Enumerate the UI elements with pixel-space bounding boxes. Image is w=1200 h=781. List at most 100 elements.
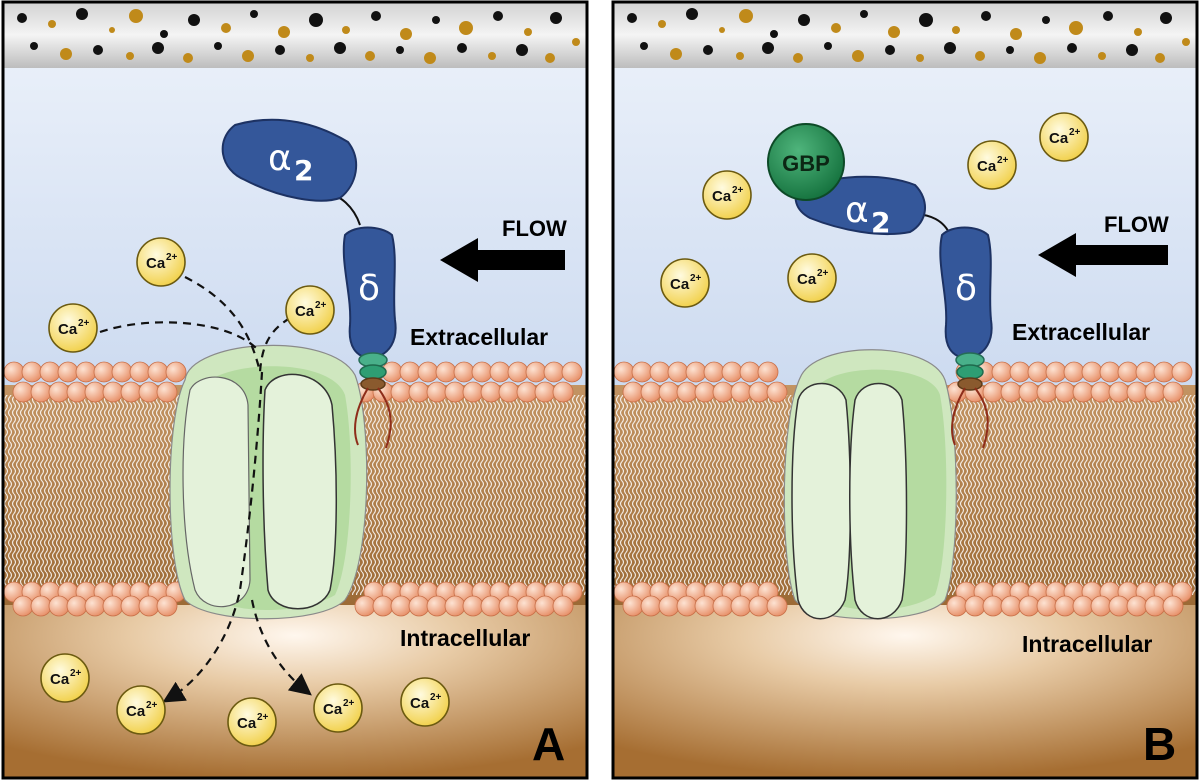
lipid-head bbox=[120, 595, 142, 617]
lipid-head bbox=[480, 381, 502, 403]
calcium-ion-circle bbox=[136, 237, 186, 287]
calcium-ion-circle bbox=[660, 258, 710, 308]
matrix-particle bbox=[831, 23, 841, 33]
matrix-particle bbox=[640, 42, 648, 50]
lipid-head bbox=[631, 361, 653, 383]
calcium-ion-label: Ca bbox=[410, 695, 430, 712]
alpha2-protein bbox=[221, 118, 358, 202]
lipid-head bbox=[757, 361, 779, 383]
lipid-head bbox=[399, 361, 421, 383]
lipid-head bbox=[102, 595, 124, 617]
matrix-particle bbox=[488, 52, 496, 60]
matrix-particle bbox=[736, 52, 744, 60]
lipid-head bbox=[39, 361, 61, 383]
lipid-head bbox=[408, 381, 430, 403]
flow-label: FLOW bbox=[1104, 212, 1169, 237]
lipid-head bbox=[721, 361, 743, 383]
matrix-particle bbox=[952, 26, 960, 34]
lipid-head bbox=[1027, 361, 1049, 383]
lipid-head bbox=[982, 381, 1004, 403]
ion-path bbox=[250, 599, 312, 696]
extracellular-label: Extracellular bbox=[1012, 319, 1150, 345]
lipid-head bbox=[444, 595, 466, 617]
lipid-head bbox=[165, 361, 187, 383]
calcium-ion-charge: 2+ bbox=[1069, 127, 1081, 138]
lipid-head bbox=[946, 595, 968, 617]
matrix-particle bbox=[459, 21, 473, 35]
matrix-particle bbox=[670, 48, 682, 60]
lipid-head bbox=[435, 361, 457, 383]
matrix-particle bbox=[885, 45, 895, 55]
matrix-particle bbox=[686, 8, 698, 20]
calcium-ion-charge: 2+ bbox=[70, 668, 82, 679]
matrix-particle bbox=[1155, 53, 1165, 63]
matrix-particle bbox=[371, 11, 381, 21]
delta-label: δ bbox=[955, 268, 977, 309]
panel-border bbox=[611, 0, 1199, 780]
lipid-head bbox=[543, 361, 565, 383]
gbp-label: GBP bbox=[782, 151, 830, 176]
lipid-head bbox=[730, 381, 752, 403]
matrix-particle bbox=[30, 42, 38, 50]
matrix-particle bbox=[365, 51, 375, 61]
matrix-particle bbox=[1160, 12, 1172, 24]
lipid-head bbox=[712, 381, 734, 403]
calcium-influx-paths bbox=[99, 276, 312, 703]
extracellular-label: Extracellular bbox=[410, 324, 548, 350]
delta-protein bbox=[342, 226, 397, 360]
matrix-particle bbox=[545, 53, 555, 63]
matrix-particle bbox=[493, 11, 503, 21]
matrix-particle bbox=[183, 53, 193, 63]
lipid-head bbox=[1090, 595, 1112, 617]
lipid-head bbox=[390, 381, 412, 403]
channel-subunit-left bbox=[182, 376, 251, 608]
lipid-head bbox=[462, 381, 484, 403]
calcium-channel bbox=[783, 349, 957, 620]
matrix-particle bbox=[48, 20, 56, 28]
calcium-ion-label: Ca bbox=[670, 276, 690, 293]
lipid-heads bbox=[613, 361, 1193, 617]
panel-a: α 2 δ FLOW Extracellular Intracellular A… bbox=[1, 0, 589, 780]
calcium-ion-label: Ca bbox=[50, 671, 70, 688]
lipid-head bbox=[138, 595, 160, 617]
matrix-particle bbox=[572, 38, 580, 46]
calcium-ion-charge: 2+ bbox=[146, 700, 158, 711]
flow-indicator: FLOW bbox=[1038, 212, 1169, 277]
lipid-head bbox=[138, 381, 160, 403]
matrix-particle bbox=[1006, 46, 1014, 54]
lipid-head bbox=[1018, 595, 1040, 617]
lipid-head bbox=[57, 361, 79, 383]
lipid-head bbox=[30, 595, 52, 617]
gpi-anchor bbox=[957, 377, 983, 391]
channel-subunit-left bbox=[791, 382, 852, 620]
lipid-head bbox=[766, 595, 788, 617]
lipid-head bbox=[84, 595, 106, 617]
matrix-particle bbox=[109, 27, 115, 33]
calcium-ion-circle bbox=[40, 653, 90, 703]
lipid-head bbox=[111, 361, 133, 383]
matrix-particle bbox=[1069, 21, 1083, 35]
lipid-head bbox=[93, 361, 115, 383]
matrix-particle bbox=[975, 51, 985, 61]
lipid-head bbox=[1018, 381, 1040, 403]
calcium-ion-label: Ca bbox=[237, 715, 257, 732]
lipid-head bbox=[426, 595, 448, 617]
matrix-particle bbox=[627, 13, 637, 23]
matrix-particle bbox=[1042, 16, 1050, 24]
lipid-head bbox=[534, 381, 556, 403]
matrix-particle bbox=[1134, 28, 1142, 36]
matrix-particle bbox=[278, 26, 290, 38]
lipid-head bbox=[613, 361, 635, 383]
lipid-head bbox=[667, 361, 689, 383]
matrix-particle bbox=[1010, 28, 1022, 40]
lipid-head bbox=[48, 595, 70, 617]
